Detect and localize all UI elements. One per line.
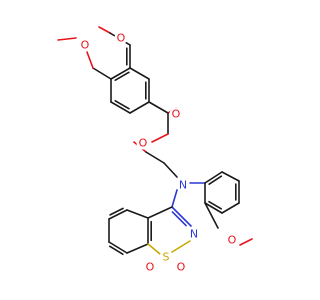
bond-line bbox=[171, 240, 191, 253]
bond-line bbox=[57, 37, 77, 41]
atom-background bbox=[159, 250, 173, 264]
atom-o-methoxy-left: O bbox=[81, 39, 90, 52]
bond-line bbox=[86, 51, 94, 69]
bond-line bbox=[204, 202, 219, 229]
bond-line bbox=[151, 133, 169, 143]
atom-o-ester-carbonyl: O bbox=[172, 108, 181, 121]
atom-n-amine: N bbox=[179, 179, 187, 192]
bond-line bbox=[147, 243, 161, 255]
bond-line bbox=[221, 202, 240, 214]
atom-background bbox=[176, 178, 190, 192]
bond-line bbox=[239, 238, 253, 246]
bond-line bbox=[98, 26, 111, 34]
atom-background bbox=[78, 38, 92, 52]
atom-background bbox=[114, 31, 128, 45]
atom-s-ring: S bbox=[163, 251, 170, 264]
bond-line bbox=[108, 241, 128, 254]
bond-line bbox=[204, 171, 223, 184]
bond-line bbox=[204, 202, 223, 214]
bond-layer bbox=[57, 26, 253, 255]
bond-line bbox=[148, 101, 169, 114]
atom-background bbox=[169, 107, 183, 121]
bond-line bbox=[221, 171, 240, 182]
bond-line bbox=[145, 151, 165, 164]
bond-line-double bbox=[114, 71, 130, 82]
bond-line bbox=[147, 206, 173, 219]
bond-line bbox=[163, 162, 178, 178]
atom-background bbox=[187, 227, 201, 241]
bond-line bbox=[129, 101, 150, 114]
bond-line bbox=[126, 243, 149, 254]
bond-line-double bbox=[208, 200, 223, 210]
atom-n-ring: N bbox=[190, 228, 198, 241]
bond-line bbox=[129, 67, 150, 80]
atom-background bbox=[174, 260, 188, 274]
bond-line-double bbox=[171, 211, 187, 227]
atom-background bbox=[136, 136, 150, 150]
atom-o-methoxy-top: O bbox=[117, 32, 126, 45]
atom-o-methoxy-phenyl: O bbox=[228, 234, 237, 247]
bond-line-double bbox=[109, 207, 124, 216]
atom-background bbox=[143, 260, 157, 274]
bond-line bbox=[171, 189, 178, 208]
bond-line bbox=[108, 209, 128, 220]
bond-line-double bbox=[114, 99, 130, 110]
bond-line bbox=[110, 67, 131, 80]
atom-o-sulfonyl-right: O bbox=[177, 261, 186, 274]
bond-line-double bbox=[208, 175, 223, 185]
bond-line bbox=[126, 209, 149, 219]
bond-line bbox=[110, 101, 131, 114]
atom-o-sulfonyl-left: O bbox=[146, 261, 155, 274]
bond-line bbox=[171, 206, 192, 227]
bond-line bbox=[92, 67, 112, 80]
atom-o-ester: O bbox=[139, 137, 148, 150]
bond-line-double bbox=[109, 245, 124, 255]
atom-background bbox=[225, 233, 239, 247]
